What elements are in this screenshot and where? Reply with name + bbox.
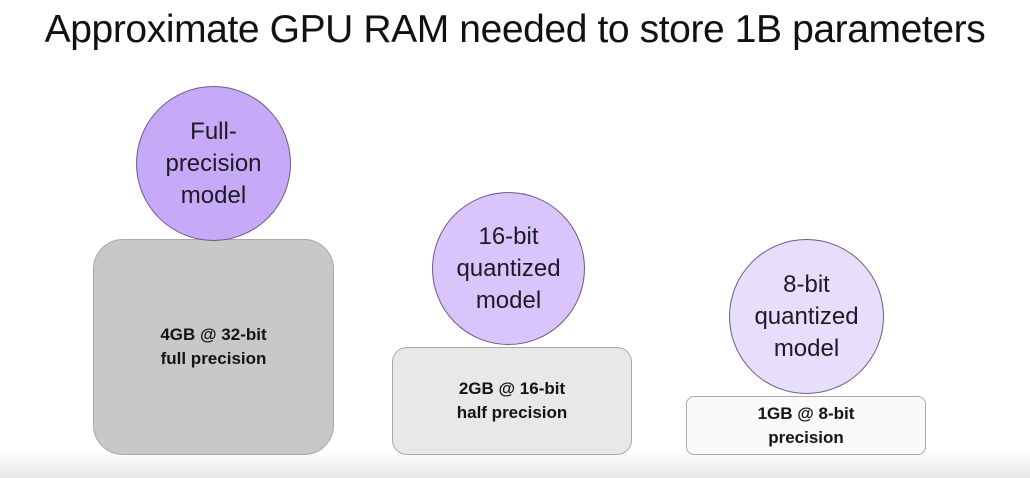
model-circle-full-precision: Full- precision model — [136, 86, 291, 241]
model-label-line-2: quantized — [456, 254, 561, 282]
model-label-line-2: precision — [165, 149, 262, 177]
memory-box-16bit: 2GB @ 16-bit half precision — [392, 347, 632, 455]
model-label-line-3: model — [773, 334, 840, 362]
memory-box-32bit: 4GB @ 32-bit full precision — [93, 239, 334, 455]
memory-label-line-1: 1GB @ 8-bit — [757, 403, 855, 423]
model-label-line-2: quantized — [754, 302, 859, 330]
memory-label-line-2: half precision — [456, 403, 568, 422]
slide-title: Approximate GPU RAM needed to store 1B p… — [44, 8, 986, 51]
memory-label-line-1: 2GB @ 16-bit — [458, 379, 566, 398]
model-circle-8bit: 8-bit quantized model — [729, 239, 884, 394]
memory-label-line-1: 4GB @ 32-bit — [160, 325, 267, 344]
memory-label-line-2: full precision — [160, 349, 267, 368]
bottom-fade — [0, 452, 1030, 478]
model-label-line-3: model — [475, 286, 542, 314]
model-label-line-1: 8-bit — [783, 270, 830, 298]
model-label-line-1: 16-bit — [478, 222, 539, 250]
memory-label-line-2: precision — [768, 427, 844, 447]
model-label-line-3: model — [180, 181, 247, 209]
model-label-line-1: Full- — [190, 117, 237, 145]
model-circle-16bit: 16-bit quantized model — [432, 192, 585, 345]
memory-box-8bit: 1GB @ 8-bit precision — [686, 396, 926, 455]
